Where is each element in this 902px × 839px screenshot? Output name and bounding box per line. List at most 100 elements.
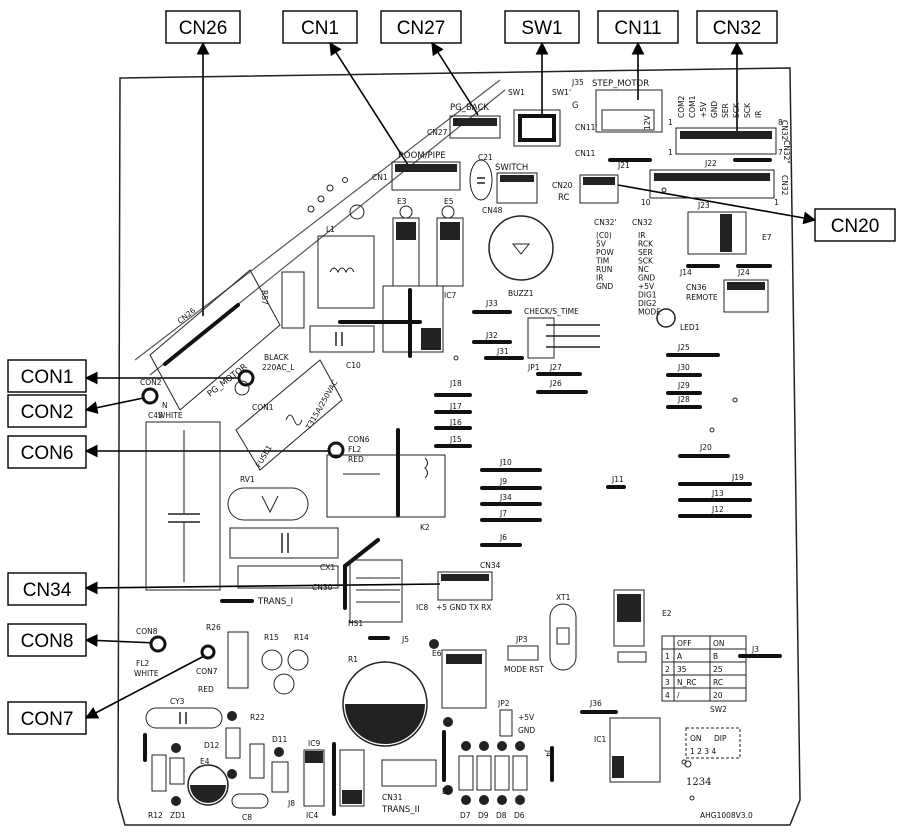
label-cn34: CN34 [480, 561, 501, 570]
capacitor-cx1 [229, 527, 339, 559]
callout-cn27: CN27 [380, 10, 462, 44]
varistor-rv1 [227, 487, 309, 521]
pin-1c: 1 [774, 198, 779, 207]
connector-cn48 [496, 172, 538, 204]
right-pin-label: DIG2 [638, 299, 657, 308]
fuse-fuse1 [235, 359, 343, 471]
diode-label: D7 [460, 811, 471, 820]
label-5v: +5V [518, 713, 535, 722]
label-dip-nums: 1 2 3 4 [690, 747, 716, 756]
label-cy3: CY3 [170, 697, 185, 706]
diode-pad [497, 741, 507, 751]
label-e7: E7 [762, 233, 772, 242]
diode-pad [461, 741, 471, 751]
mid-pin-label: 5V [596, 240, 607, 249]
cn32-pin-label: COM2 [677, 95, 686, 118]
label-d5: D5 [442, 787, 453, 796]
label-j6: J6 [499, 533, 507, 542]
label-j21: J21 [617, 161, 630, 170]
label-j23: J23 [697, 201, 710, 210]
label-rc: RC [558, 193, 569, 203]
label-cn27: CN27 [427, 128, 448, 137]
right-pin-label: SER [638, 248, 653, 257]
label-j11: J11 [611, 475, 624, 484]
ic-ic7 [382, 285, 444, 353]
right-pin-label: DIG1 [638, 291, 657, 300]
label-jp1: JP1 [527, 363, 540, 372]
label-j3: J3 [751, 645, 759, 654]
dip-switch [685, 727, 741, 759]
label-cn20: CN20 [552, 181, 573, 190]
mid-pin-label: POW [596, 248, 614, 257]
callout-con2: CON2 [7, 394, 87, 428]
pin-1a: 1 [668, 118, 673, 127]
label-dip-big: 1234 [686, 777, 711, 788]
sw2-table-cell: N_RC [677, 678, 696, 687]
terminal-con7 [200, 644, 216, 660]
diode-pad [479, 741, 489, 751]
label-j35: J35 [571, 78, 584, 87]
sw2-table-cell: 25 [713, 665, 723, 674]
label-trans-i: TRANS_I [257, 597, 293, 607]
label-trans-ii: TRANS_II [381, 805, 420, 815]
label-j33: J33 [485, 299, 498, 308]
label-j31: J31 [496, 347, 509, 356]
label-e5: E5 [444, 197, 454, 206]
capacitor-c45 [145, 421, 221, 591]
label-j4: J4 [544, 749, 553, 757]
pin-10: 10 [641, 198, 651, 207]
heatsink-hs1 [349, 559, 403, 623]
label-j15: J15 [449, 435, 462, 444]
label-cn31: CN31 [382, 793, 403, 802]
right-pin-label: MODE [638, 308, 661, 317]
connector-cn27 [449, 115, 501, 139]
label-switch: SWITCH [495, 163, 528, 173]
label-r26: R26 [206, 623, 221, 632]
callout-label: CON2 [21, 402, 74, 423]
diode-label: D9 [478, 811, 489, 820]
diode-pad [515, 741, 525, 751]
label-sw2: SW2 [710, 705, 727, 714]
label-ic8: IC8 [416, 603, 428, 612]
label-r15: R15 [264, 633, 279, 642]
label-j29: J29 [677, 381, 690, 390]
connector-cn36 [723, 279, 769, 313]
diode-pad [515, 795, 525, 805]
label-jp2: JP2 [497, 699, 510, 708]
leader-cn27 [431, 41, 479, 116]
sw2-table-cell: 35 [677, 665, 687, 674]
label-cn36: CN36 [686, 283, 707, 292]
cn32-pin-label: SCK [743, 102, 752, 118]
sw2-table-frame [661, 635, 747, 702]
label-dip-on: ON [690, 734, 702, 743]
diode-label: D8 [496, 811, 507, 820]
label-fl2b: FL2 [136, 659, 149, 668]
leader-cn1 [329, 41, 411, 169]
connector-cn34 [437, 571, 493, 601]
label-con2: CON2 [140, 378, 162, 387]
callout-label: CN34 [23, 580, 72, 601]
callout-cn11: CN11 [597, 10, 679, 44]
label-led1: LED1 [680, 323, 700, 332]
label-k2: K2 [420, 523, 430, 532]
label-cn11p: CN11' [575, 123, 597, 132]
label-cn32-mid: CN32 [632, 218, 653, 227]
cn32-pin-label: SCK [732, 102, 741, 118]
sw2-table-cell: A [677, 652, 683, 661]
inductor-l1 [317, 235, 375, 309]
connector-cn1 [391, 161, 461, 191]
mid-pin-label: IR [596, 274, 603, 283]
label-j28: J28 [677, 395, 690, 404]
label-j8: J8 [287, 799, 295, 808]
sw2-table-cell: 1 [665, 652, 670, 661]
cn32-pin-label: +5V [699, 101, 708, 118]
diode-body [458, 755, 474, 791]
label-cn32-top: CN32 [780, 120, 789, 141]
callout-con1: CON1 [7, 359, 87, 393]
callout-label: SW1 [521, 18, 562, 39]
label-remote: REMOTE [686, 293, 718, 302]
label-sw1p: SW1' [552, 88, 571, 97]
